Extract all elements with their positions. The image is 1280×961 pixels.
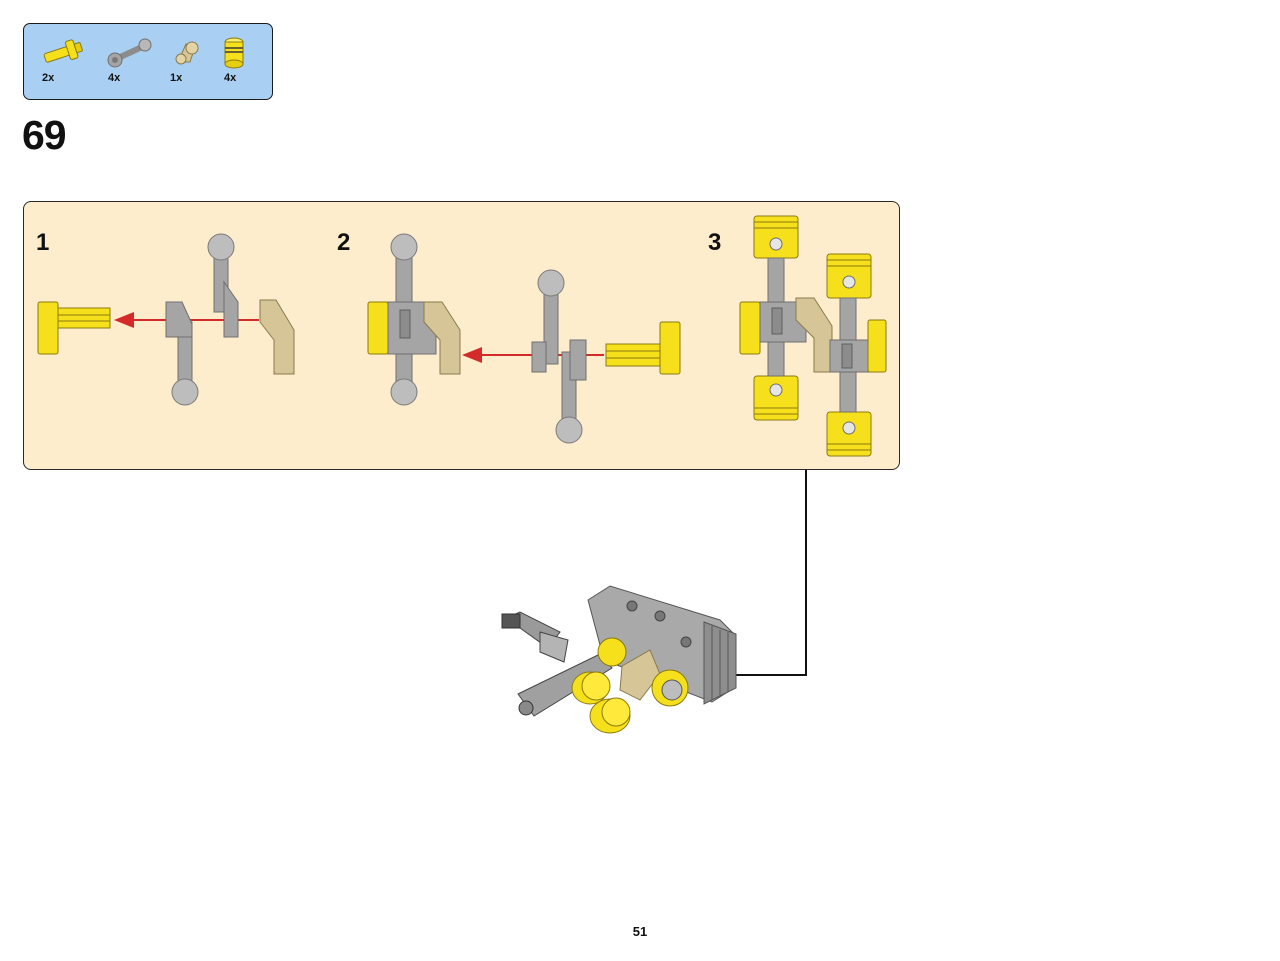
grey-ball-link-part xyxy=(555,339,587,444)
part-quantity: 4x xyxy=(224,72,237,84)
yellow-piston-icon xyxy=(224,37,244,69)
tan-connector-icon xyxy=(175,41,199,65)
yellow-piston-part xyxy=(571,671,611,705)
grey-ball-link-icon xyxy=(107,38,152,68)
substep-number: 1 xyxy=(36,229,50,256)
yellow-axle-pin-part xyxy=(605,321,681,375)
engine-block-part xyxy=(587,585,737,705)
substep-1-illustration xyxy=(37,233,295,406)
yellow-piston-part xyxy=(753,375,799,421)
crank-arm-part xyxy=(517,653,613,717)
step-number: 69 xyxy=(22,112,67,158)
crankshaft-assembly-part xyxy=(739,257,887,413)
tan-connector-part xyxy=(619,649,661,701)
substep-number: 3 xyxy=(708,229,722,256)
substeps-illustration xyxy=(37,215,887,457)
page-number: 51 xyxy=(632,924,648,939)
yellow-axle-pin-part xyxy=(37,301,111,355)
subassembly-panel: 1 2 3 xyxy=(23,201,900,470)
yellow-piston-part xyxy=(651,669,689,707)
parts-list-item: 4x xyxy=(220,32,280,96)
yellow-piston-part xyxy=(597,637,627,667)
parts-list-item: 4x xyxy=(104,32,164,96)
grey-ball-link-part xyxy=(531,269,565,373)
substep-3-illustration xyxy=(739,215,887,457)
yellow-piston-part xyxy=(826,411,872,457)
part-quantity: 4x xyxy=(108,72,121,84)
yellow-piston-part xyxy=(589,697,631,734)
grey-ball-link-part xyxy=(165,301,199,406)
parts-list-item: 2x xyxy=(38,32,98,96)
parts-list-panel: 2x 4x 1x 4x xyxy=(23,23,273,100)
tan-connector-part xyxy=(259,299,295,375)
substep-2-illustration xyxy=(367,233,681,444)
part-quantity: 2x xyxy=(42,72,55,84)
grey-ball-link-part xyxy=(207,233,239,338)
yellow-axle-pin-icon xyxy=(43,39,83,63)
parts-list-item: 1x xyxy=(166,32,226,96)
substep-number: 2 xyxy=(337,229,351,256)
part-quantity: 1x xyxy=(170,72,183,84)
yellow-piston-part xyxy=(753,215,799,259)
assembled-crank-part xyxy=(367,233,461,406)
axle-part xyxy=(501,611,569,663)
